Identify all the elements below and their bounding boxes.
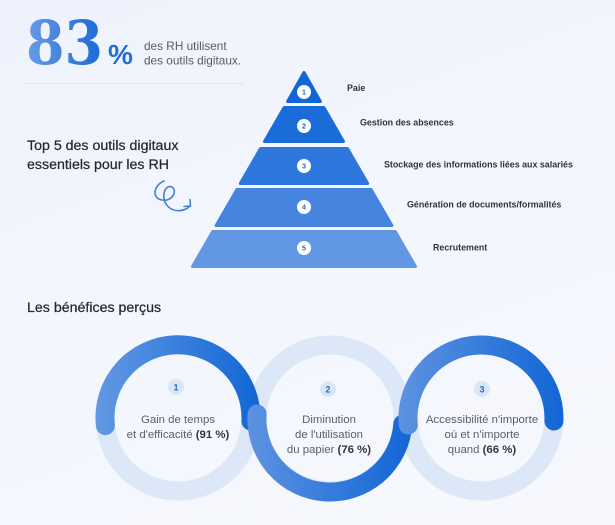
tier-rank: 4: [302, 203, 307, 212]
tier-label-5: Recrutement: [433, 243, 487, 253]
benefit-rank: 2: [325, 384, 330, 394]
pyramid: 1 2 3 4 5: [191, 71, 417, 268]
pyramid-title-line1: Top 5 des outils digitaux: [27, 138, 178, 154]
benefit-badge: [320, 381, 336, 397]
benefit-text-line3: quand (66 %): [448, 444, 517, 456]
stat-value: 83: [26, 8, 103, 79]
benefit-badge: [168, 379, 184, 395]
benefit-percent: (91 %): [196, 429, 230, 441]
pyramid-tier-5: 5: [191, 230, 417, 268]
stat-caption-line1: des RH utilisent: [144, 39, 227, 53]
benefit-item-1: 1 Gain de temps et d'efficacité (91 %): [127, 379, 230, 441]
stat-unit: %: [108, 39, 133, 70]
tier-label-3: Stockage des informations liées aux sala…: [384, 160, 573, 170]
pyramid-tier-2: 2: [263, 106, 345, 143]
pyramid-tier-3: 3: [238, 147, 370, 185]
tier-badge: [297, 241, 311, 255]
benefit-text-line2: de l'utilisation: [295, 429, 363, 441]
pyramid-title-line2: essentiels pour les RH: [27, 157, 169, 173]
tier-badge: [297, 159, 311, 173]
tier-badge: [297, 85, 311, 99]
benefit-rank: 1: [173, 382, 178, 392]
tier-badge: [297, 200, 311, 214]
pyramid-tier-1: 1: [286, 71, 322, 103]
benefit-item-2: 2 Diminution de l'utilisation du papier …: [287, 381, 371, 456]
ring-arc-1: [95, 335, 261, 436]
tier-label-2: Gestion des absences: [360, 118, 454, 128]
benefit-text-line3: du papier (76 %): [287, 444, 371, 456]
benefit-text-line1: Accessibilité n'importe: [426, 414, 538, 426]
tier-badge: [297, 119, 311, 133]
benefits-title: Les bénéfices perçus: [27, 300, 161, 316]
benefit-text-line1: Diminution: [302, 414, 356, 426]
tier-label-1: Paie: [347, 83, 365, 93]
tier-rank: 2: [302, 122, 306, 131]
tier-rank: 3: [302, 162, 306, 171]
tier-rank: 5: [302, 244, 306, 253]
ring-arc-3: [398, 335, 564, 435]
benefit-rank: 3: [479, 384, 484, 394]
benefit-text-line1: Gain de temps: [141, 414, 215, 426]
pyramid-tier-4: 4: [214, 188, 394, 227]
benefit-item-3: 3 Accessibilité n'importe où et n'import…: [426, 381, 538, 456]
headline-stat: 83 % des RH utilisent des outils digitau…: [26, 8, 241, 79]
stat-caption-line2: des outils digitaux.: [144, 54, 241, 68]
benefit-rings: [95, 335, 564, 502]
curly-arrow-icon: [154, 180, 192, 212]
benefit-text-line2: et d'efficacité (91 %): [127, 429, 230, 441]
benefit-percent: (66 %): [483, 444, 517, 456]
tier-rank: 1: [302, 88, 306, 97]
ring-arc-2: [247, 404, 413, 502]
benefit-text-line2: où et n'importe: [445, 429, 520, 441]
tier-label-4: Génération de documents/formalités: [407, 200, 561, 210]
benefit-badge: [474, 381, 490, 397]
benefit-percent: (76 %): [338, 444, 372, 456]
